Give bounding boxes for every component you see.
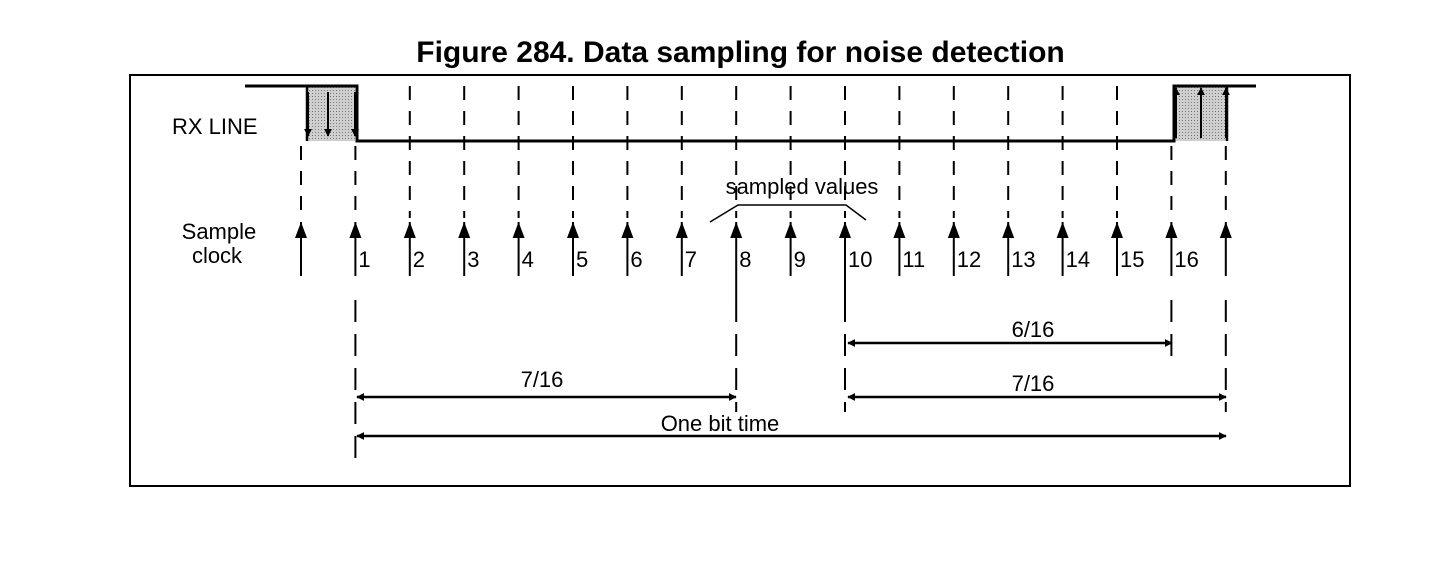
interval-label-7-16-left: 7/16 xyxy=(521,367,564,392)
clock-arrow-head xyxy=(1219,222,1232,238)
figure-title: Figure 284. Data sampling for noise dete… xyxy=(416,36,1065,69)
sample-number: 1 xyxy=(358,247,370,272)
clock-arrow-head xyxy=(1002,222,1015,238)
sample-number: 8 xyxy=(739,247,751,272)
sample-number: 16 xyxy=(1174,247,1198,272)
clock-arrow-head xyxy=(1111,222,1123,238)
clock-arrow-head xyxy=(675,222,688,238)
dashed-guide-lines xyxy=(300,86,1227,468)
sample-number: 10 xyxy=(848,247,872,272)
rx-line-label: RX LINE xyxy=(172,114,258,139)
sample-number: 14 xyxy=(1066,247,1090,272)
sample-number: 13 xyxy=(1011,247,1035,272)
sample-number: 15 xyxy=(1120,247,1144,272)
clock-arrow-head xyxy=(947,222,960,238)
sample-clock-label-line1: Sample xyxy=(182,219,257,244)
start-bit-shading xyxy=(307,87,355,141)
sample-number: 2 xyxy=(413,247,425,272)
clock-arrow-head xyxy=(621,222,634,238)
sample-number: 6 xyxy=(630,247,642,272)
sample-number: 11 xyxy=(902,247,925,272)
clock-arrow-head xyxy=(730,222,743,238)
sample-clock-arrows xyxy=(295,222,1232,300)
interval-label-6-16: 6/16 xyxy=(1012,317,1055,342)
sample-clock-label-line2: clock xyxy=(192,243,243,268)
clock-arrow-head xyxy=(512,222,525,238)
sample-number: 7 xyxy=(685,247,697,272)
clock-arrow-head xyxy=(567,222,579,238)
rx-line-signal xyxy=(245,84,1256,143)
diagram-frame xyxy=(129,74,1351,487)
clock-arrow-head xyxy=(784,222,797,238)
sample-clock-label: Sample clock xyxy=(182,219,263,268)
sampled-values-label: sampled values xyxy=(726,174,879,199)
clock-arrow-head xyxy=(893,222,906,238)
sample-number: 3 xyxy=(467,247,479,272)
sample-number: 9 xyxy=(794,247,806,272)
interval-label-7-16-right: 7/16 xyxy=(1012,371,1055,396)
rx-line-waveform xyxy=(245,84,1256,143)
sample-number: 5 xyxy=(576,247,588,272)
sampled-values-bracket xyxy=(709,204,867,223)
one-bit-time-label: One bit time xyxy=(661,411,780,436)
clock-arrow-head xyxy=(839,222,851,238)
sample-number: 4 xyxy=(522,247,534,272)
clock-arrow-head xyxy=(295,222,307,238)
clock-arrow-head xyxy=(349,222,362,238)
clock-arrow-head xyxy=(403,222,416,238)
sample-number: 12 xyxy=(957,247,981,272)
clock-arrow-head xyxy=(458,222,471,238)
clock-arrow-head xyxy=(1165,222,1178,238)
clock-arrow-head xyxy=(1056,222,1069,238)
